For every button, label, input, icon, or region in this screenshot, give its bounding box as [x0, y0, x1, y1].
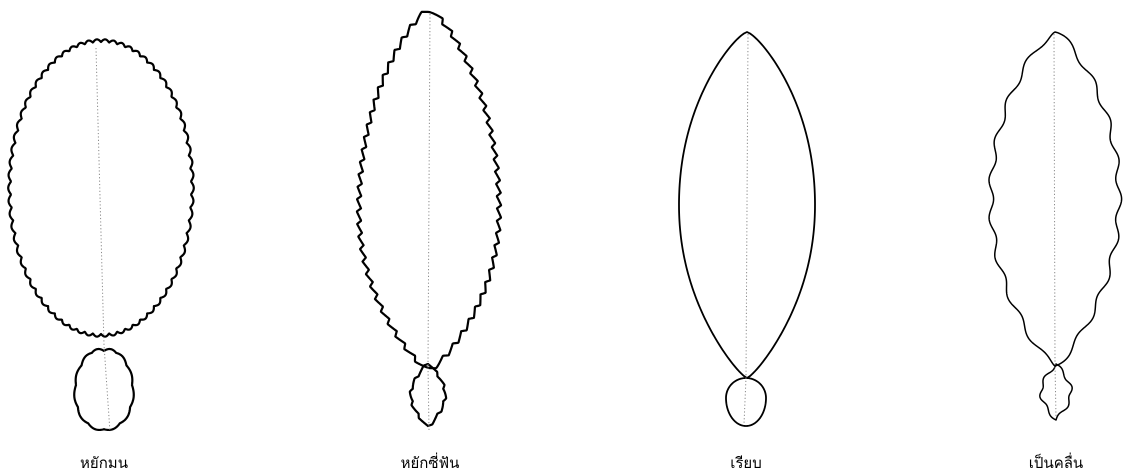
- leaf-crenate-label: หยักมน: [80, 454, 128, 472]
- leaf-entire-label: เรียบ: [730, 454, 762, 472]
- leaf-crenate-base: [73, 347, 135, 432]
- leaf-entire-base: [725, 377, 767, 427]
- leaf-serrate: หยักซี่ฟัน: [355, 10, 503, 472]
- leaf-undulate-blade: [988, 31, 1123, 367]
- leaf-crenate-blade: [7, 38, 195, 338]
- leaf-undulate-base: [1039, 363, 1073, 421]
- leaf-serrate-blade: [355, 10, 503, 370]
- leaf-entire-midrib: [743, 33, 749, 425]
- leaf-crenate: หยักมน: [7, 38, 195, 472]
- leaf-undulate-midrib: [1053, 33, 1057, 419]
- leaf-entire: เรียบ: [678, 31, 816, 472]
- leaf-undulate-label: เป็นคลื่น: [1029, 452, 1083, 472]
- leaf-serrate-label: หยักซี่ฟัน: [401, 452, 460, 472]
- leaf-serrate-midrib: [427, 13, 431, 431]
- leaf-undulate: เป็นคลื่น: [988, 31, 1123, 472]
- leaf-crenate-midrib: [95, 47, 111, 433]
- leaf-serrate-base: [408, 362, 448, 428]
